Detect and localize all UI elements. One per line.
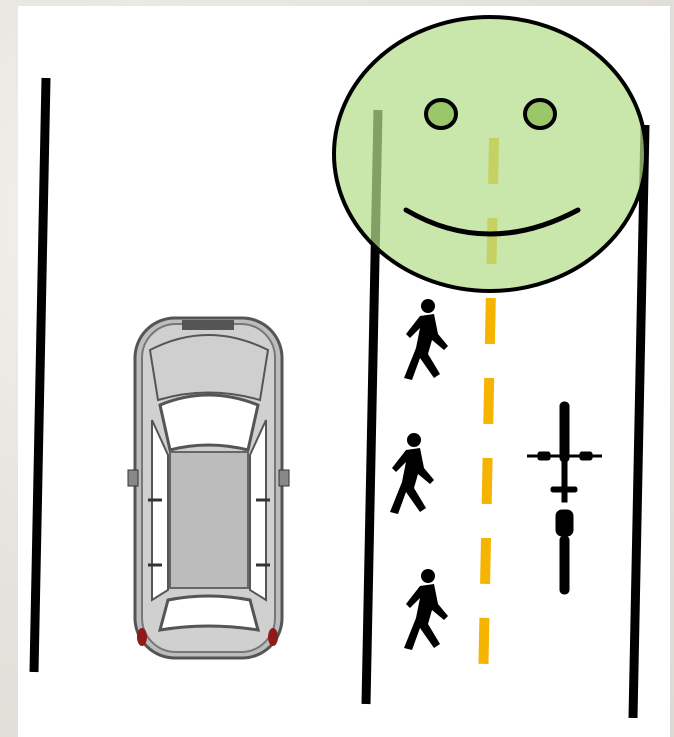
bicycle-icon (527, 402, 602, 594)
tail-light-right (268, 628, 278, 646)
car-icon (128, 318, 289, 658)
road-edge-right (633, 125, 645, 718)
tail-light-left (137, 628, 147, 646)
smiley-right-eye (525, 100, 555, 128)
pedestrian-icon (404, 299, 448, 380)
road-edge-left (34, 78, 46, 672)
smiley-face-icon (334, 17, 646, 291)
pedestrian-icon (404, 569, 448, 650)
smiley-left-eye (426, 100, 456, 128)
pedestrian-icon (390, 433, 434, 514)
